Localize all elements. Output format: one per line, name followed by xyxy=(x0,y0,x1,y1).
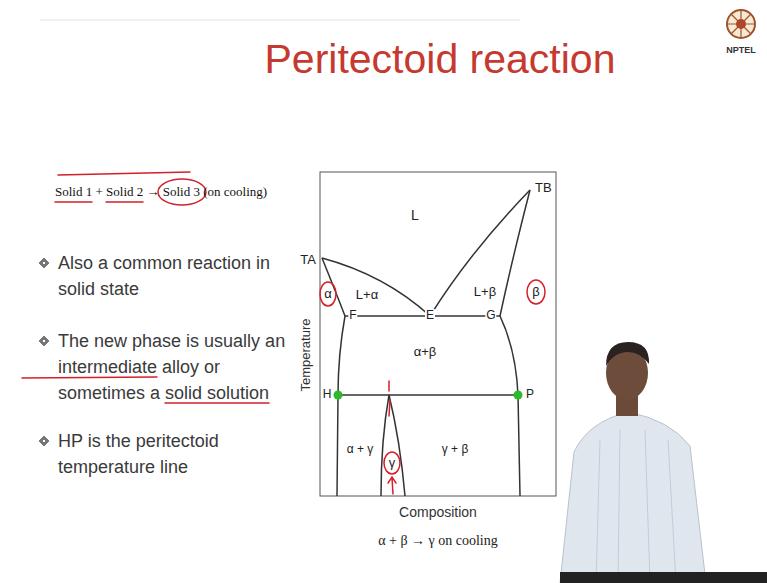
solvus-line xyxy=(337,316,345,496)
bullet-marker xyxy=(39,336,49,346)
emblem-ring xyxy=(727,10,755,38)
point-marker xyxy=(514,391,523,400)
presenter xyxy=(560,342,767,583)
liquidus-line xyxy=(322,258,430,316)
pen-circle xyxy=(320,282,336,306)
presenter-hair xyxy=(606,342,649,366)
solvus-line xyxy=(500,316,520,496)
pen-circle xyxy=(527,280,545,304)
bullet-marker xyxy=(39,436,49,446)
phase-label: γ + β xyxy=(442,443,469,457)
bullet-text: Also a common reaction in solid state xyxy=(58,250,294,302)
bullet-markers xyxy=(39,258,49,446)
point-label: H xyxy=(322,388,333,402)
phase-diagram xyxy=(320,172,556,496)
reaction-caption: α + β → γ on cooling xyxy=(378,533,498,549)
presenter-shirt xyxy=(560,412,706,583)
gamma-boundary xyxy=(389,395,405,496)
phase-label: β xyxy=(532,285,539,300)
phase-label: α+β xyxy=(414,345,437,360)
pen-stroke xyxy=(389,400,390,416)
reaction-equation: Solid 1 + Solid 2 → Solid 3 (on cooling) xyxy=(55,185,267,200)
gamma-boundary xyxy=(381,395,389,496)
peritectoid-line xyxy=(338,394,518,396)
point-label: G xyxy=(485,309,496,323)
slide-title: Peritectoid reaction xyxy=(265,36,616,83)
pen-arrow xyxy=(388,477,396,494)
solidus-line xyxy=(322,258,345,316)
axis-title: Composition xyxy=(399,504,477,520)
phase-label: L+α xyxy=(356,288,378,303)
point-label: P xyxy=(525,388,535,402)
axis-title: Temperature xyxy=(299,319,314,392)
bullet-text: The new phase is usually an intermediate… xyxy=(58,328,294,406)
pen-underline xyxy=(55,201,92,203)
nptel-emblem xyxy=(727,10,755,38)
phase-label: γ xyxy=(389,456,396,471)
pen-stroke xyxy=(58,172,190,175)
point-label: E xyxy=(425,309,435,323)
desk-edge xyxy=(560,572,767,583)
bullet-text: HP is the peritectoid temperature line xyxy=(58,428,294,480)
phase-label: α xyxy=(324,287,332,302)
logo-text: NPTEL xyxy=(726,45,756,55)
bullet-marker xyxy=(39,258,49,268)
temperature-label: TA xyxy=(300,253,316,268)
liquidus-line xyxy=(430,190,530,316)
pen-circle xyxy=(384,452,400,474)
header-rule xyxy=(40,20,520,21)
phase-label: L xyxy=(411,207,419,223)
pen-underline xyxy=(22,377,157,378)
shirt-stripes xyxy=(596,430,676,583)
emblem-spokes xyxy=(727,10,755,38)
eutectic-line xyxy=(345,315,500,317)
pen-stroke xyxy=(388,381,390,391)
plot-frame xyxy=(320,172,556,496)
pen-underline xyxy=(106,201,143,203)
solidus-line xyxy=(500,190,530,316)
temperature-label: TB xyxy=(535,181,552,196)
pen-annotations xyxy=(22,172,545,494)
point-marker xyxy=(334,391,343,400)
phase-label: L+β xyxy=(474,285,496,300)
phase-label: α + γ xyxy=(347,443,374,457)
point-label: F xyxy=(348,309,357,323)
